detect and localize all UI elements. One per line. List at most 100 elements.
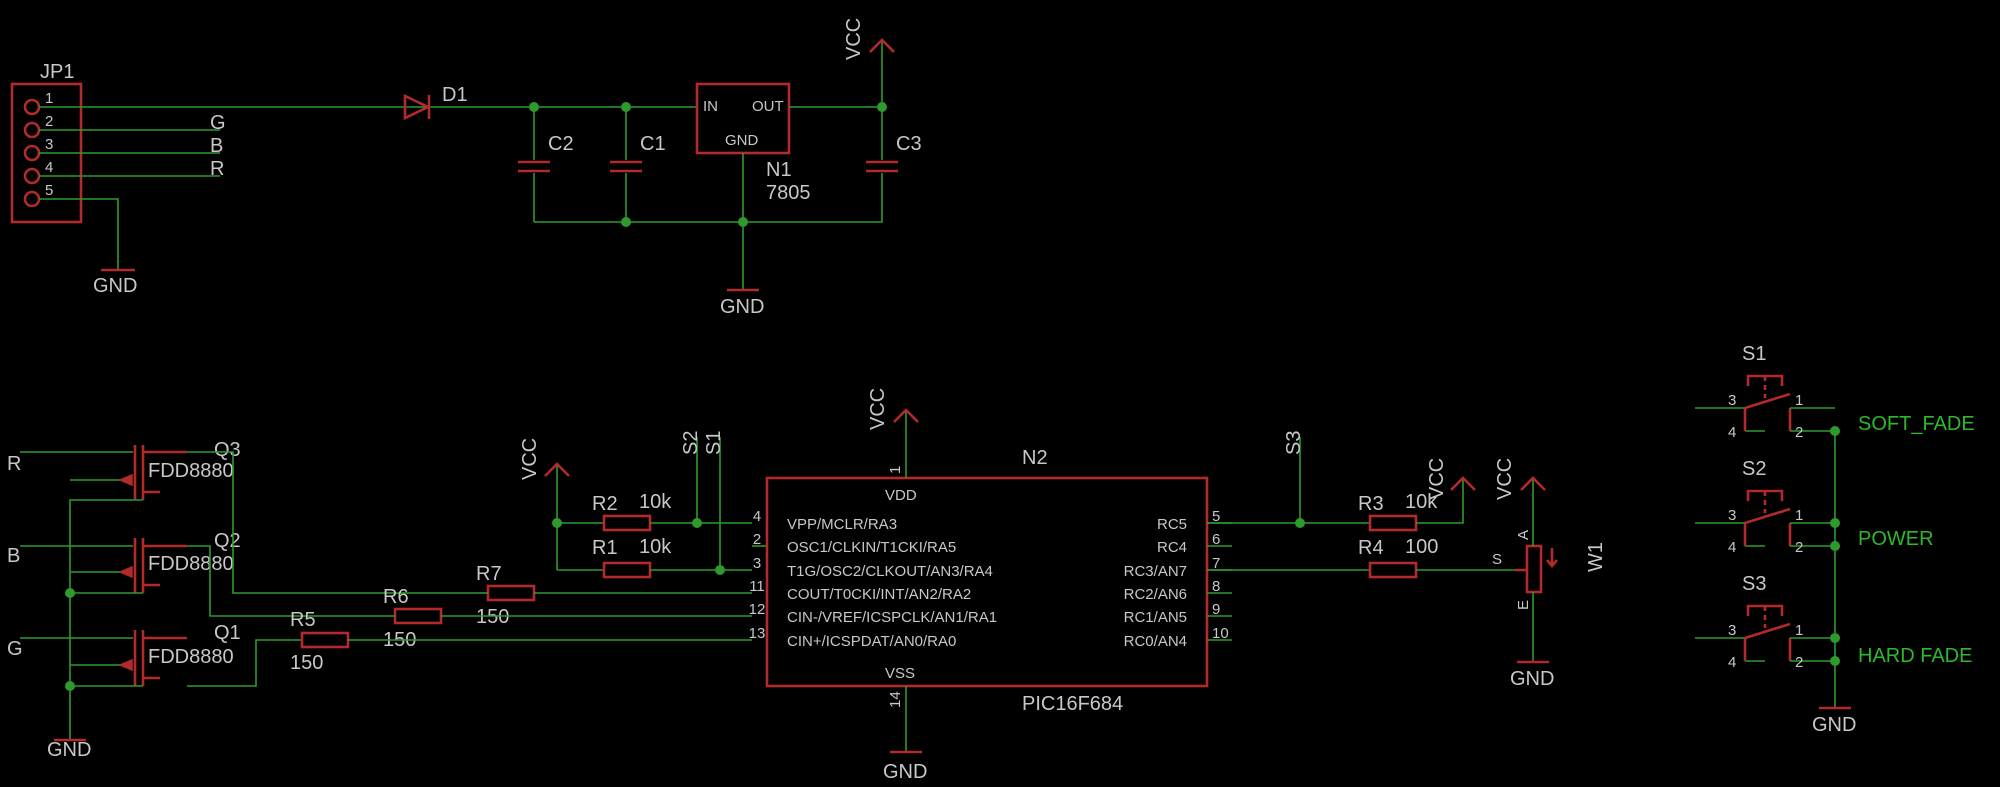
jp1-label: JP1 [40,61,74,83]
vcc-arrow-left [544,462,570,477]
jp1-pin-4: 4 [45,159,53,176]
jp1-connector[interactable]: JP1 1 2 3 4 5 [10,61,83,224]
n2-right-pin-num: 10 [1212,625,1229,642]
w1-label: W1 [1585,542,1607,572]
switch-pin-4: 4 [1728,539,1736,556]
switch-s1-label: S1 [1742,343,1766,365]
q1-label: Q1 [214,622,241,644]
n2-right-pin-num: 7 [1212,555,1220,572]
gnd-label-w1: GND [1510,668,1554,690]
net-label-b-top: B [210,135,223,157]
q1-part: FDD8880 [148,646,234,668]
switch-pin-1: 1 [1795,392,1803,409]
vcc-label-n2: VCC [867,388,889,430]
vcc-label-left: VCC [519,438,541,480]
switch-pin-3: 3 [1728,622,1736,639]
switch-pin-2: 2 [1795,539,1803,556]
q3-part: FDD8880 [148,460,234,482]
microcontroller-n2[interactable]: N2 PIC16F684 VDD VSS VPP/MCLR/RA34OSC1/C… [749,447,1232,715]
r5-value: 150 [290,652,323,674]
switch-s3[interactable]: S3 3 4 1 2 [1695,573,1840,671]
vcc-arrow-n2 [893,408,919,423]
c1-label: C1 [640,133,666,155]
jp1-pin-1: 1 [45,90,53,107]
jp1-pin-5: 5 [45,182,53,199]
r5-label: R5 [290,609,316,631]
gnd-label-n2: GND [883,761,927,783]
n2-pin-vss-num: 14 [887,691,904,708]
r1-value: 10k [639,536,672,558]
resistor-r5[interactable]: R5 150 [290,609,350,674]
net-soft-fade: SOFT_FADE [1858,413,1975,435]
r3-value: 10k [1405,491,1438,513]
n2-right-pin-label: RC4 [1157,539,1187,556]
n2-left-pin-label: OSC1/CLKIN/T1CKI/RA5 [787,539,956,556]
n2-left-pin-label: T1G/OSC2/CLKOUT/AN3/RA4 [787,563,993,580]
n1-value: 7805 [766,182,811,204]
r7-label: R7 [476,563,502,585]
n2-left-pin-label: VPP/MCLR/RA3 [787,516,897,533]
gnd-label-switches: GND [1812,714,1856,736]
r3-label: R3 [1358,493,1384,515]
switch-pin-3: 3 [1728,507,1736,524]
net-label-g-top: G [210,112,226,134]
resistor-r6[interactable]: R6 150 [383,586,443,651]
capacitor-c2[interactable]: C2 [518,133,574,173]
mosfet-q3[interactable]: Q3 FDD8880 [118,439,241,500]
vcc-label-w1: VCC [1494,458,1516,500]
net-label-b: B [7,545,20,567]
switch-s3-label: S3 [1742,573,1766,595]
n2-right-pin-label: RC1/AN5 [1124,609,1187,626]
net-label-s3: S3 [1283,431,1305,455]
resistor-r4[interactable]: R4 100 [1358,536,1438,579]
n2-vdd-label: VDD [885,487,917,504]
regulator-n1[interactable]: IN OUT GND N1 7805 [695,82,811,204]
c3-label: C3 [896,133,922,155]
gnd-label-jp1: GND [93,275,137,297]
n2-part: PIC16F684 [1022,693,1123,715]
q2-label: Q2 [214,530,241,552]
n1-gnd-pin: GND [725,132,759,149]
capacitor-c1[interactable]: C1 [610,133,666,173]
w1-pin-a: A [1515,530,1532,540]
n2-left-pin-num: 4 [753,508,761,525]
net-label-r-top: R [210,158,224,180]
r4-value: 100 [1405,536,1438,558]
vcc-arrow-w1 [1520,476,1546,491]
capacitor-c3[interactable]: C3 [866,133,922,173]
net-label-s2: S2 [680,431,702,455]
switch-pin-4: 4 [1728,654,1736,671]
net-hard-fade: HARD FADE [1858,645,1972,667]
switch-pin-2: 2 [1795,424,1803,441]
n2-left-pin-num: 3 [753,555,761,572]
n2-vss-label: VSS [885,665,915,682]
mosfet-q1[interactable]: Q1 FDD8880 [118,622,241,686]
n2-left-pin-label: CIN+/ICSPDAT/AN0/RA0 [787,633,956,650]
c2-label: C2 [548,133,574,155]
net-label-s1: S1 [703,431,725,455]
resistor-r2[interactable]: R2 10k [592,491,672,532]
resistor-r1[interactable]: R1 10k [592,536,672,579]
diode-d1[interactable]: D1 [403,84,468,121]
n2-left-pin-num: 13 [749,625,766,642]
r6-label: R6 [383,586,409,608]
vcc-arrow-r3 [1450,476,1476,491]
potentiometer-w1[interactable]: A S E W1 [1492,530,1607,610]
switch-pin-3: 3 [1728,392,1736,409]
switch-pin-2: 2 [1795,654,1803,671]
n1-in-pin: IN [703,98,718,115]
r2-label: R2 [592,493,618,515]
r1-label: R1 [592,537,618,559]
resistor-r7[interactable]: R7 150 [476,563,536,628]
q2-part: FDD8880 [148,553,234,575]
mosfet-q2[interactable]: Q2 FDD8880 [118,530,241,593]
switch-pin-1: 1 [1795,622,1803,639]
resistor-r3[interactable]: R3 10k [1358,491,1438,532]
q3-label: Q3 [214,439,241,461]
d1-label: D1 [442,84,468,106]
vcc-arrow-top [869,38,895,53]
n2-right-pin-num: 6 [1212,531,1220,548]
